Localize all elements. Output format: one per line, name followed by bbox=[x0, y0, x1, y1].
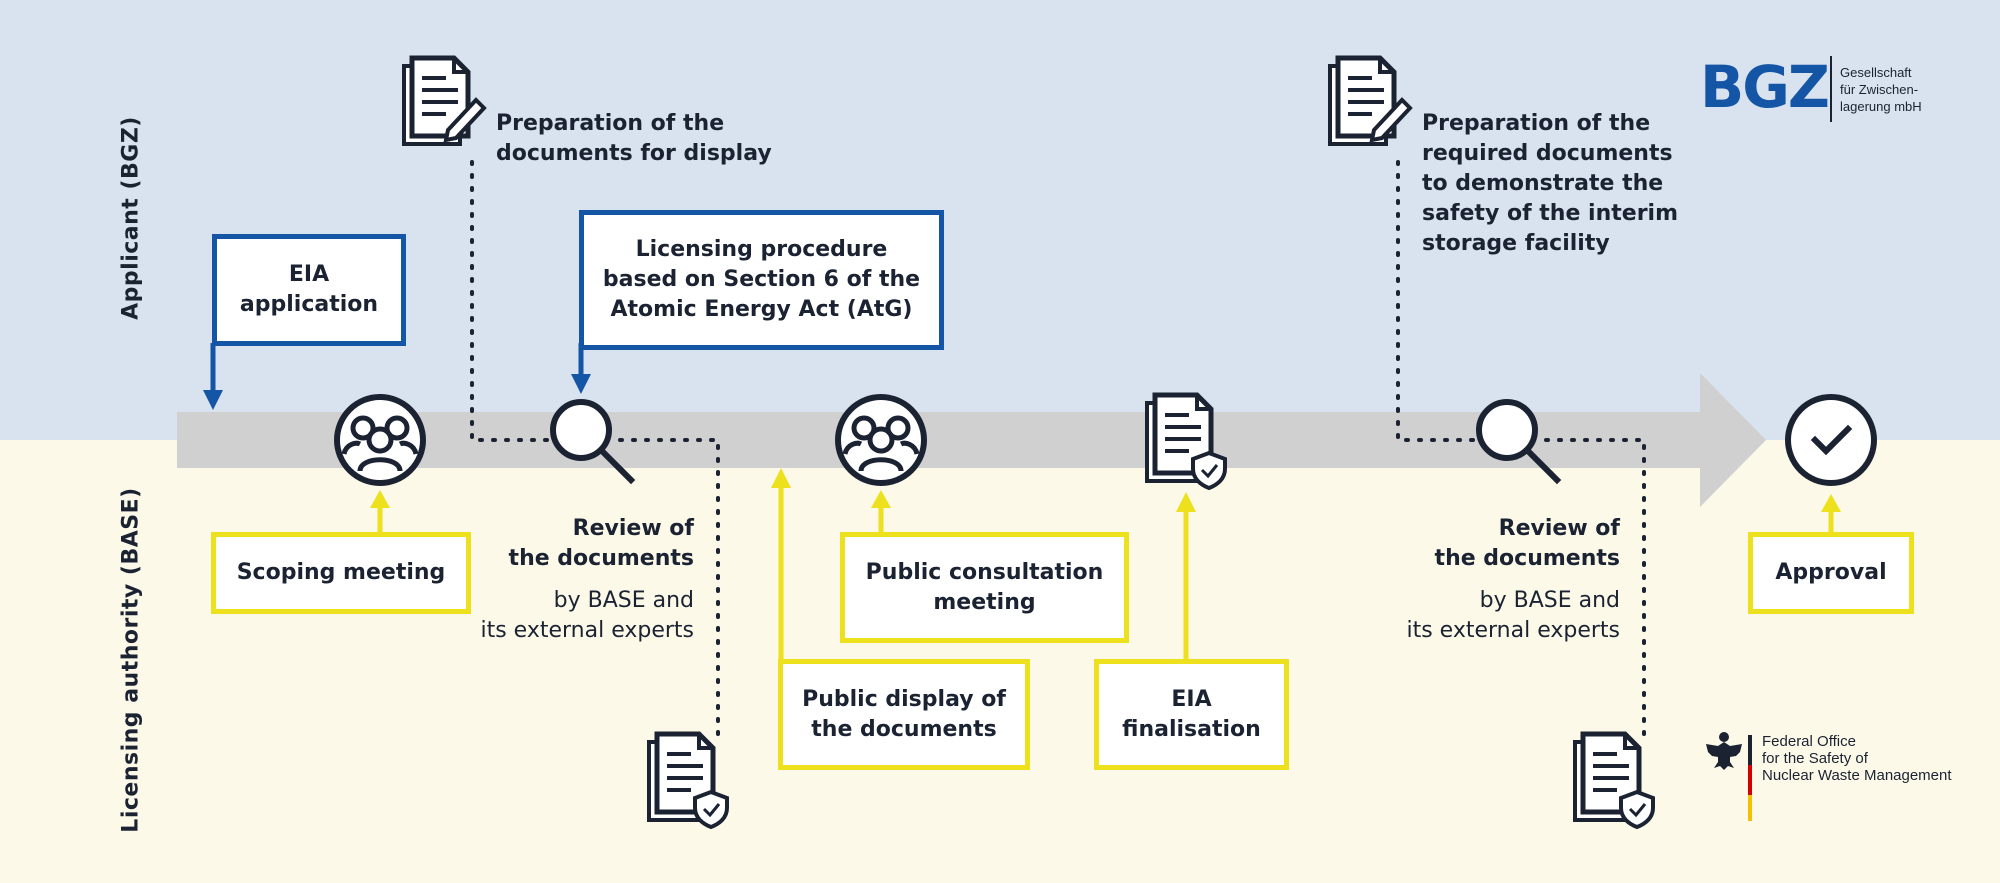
dotted-connectors bbox=[470, 160, 1646, 742]
text-line: required documents bbox=[1422, 141, 1673, 166]
review-title-line: the documents bbox=[1434, 546, 1620, 571]
eia-finalisation-box: EIA finalisation bbox=[1094, 659, 1289, 770]
text-line: Preparation of the bbox=[496, 111, 725, 136]
box-line: Scoping meeting bbox=[236, 560, 446, 585]
box-line: Public consultation bbox=[865, 559, 1104, 585]
prep-display-text: Preparation of the documents for display bbox=[496, 109, 772, 169]
box-line: the documents bbox=[811, 716, 997, 742]
logo-line: für Zwischen- bbox=[1840, 82, 1919, 97]
bgz-logo-mark: BGZ bbox=[1700, 53, 1830, 121]
review-detail-line: its external experts bbox=[480, 618, 694, 643]
checkmark-icon bbox=[1788, 397, 1874, 483]
box-line: Licensing procedure bbox=[635, 237, 888, 262]
document-shield-icon bbox=[1575, 734, 1653, 827]
german-flag-stripe bbox=[1748, 735, 1752, 821]
eagle-icon bbox=[1706, 732, 1742, 770]
review-title-line: the documents bbox=[508, 546, 694, 571]
review-2-text: Review of the documents by BASE and its … bbox=[1366, 514, 1620, 646]
applicant-lane bbox=[0, 0, 2000, 440]
box-line: based on Section 6 of the bbox=[602, 267, 921, 292]
box-line: Public display of bbox=[802, 686, 1006, 712]
bgz-logo-subtitle: Gesellschaft für Zwischen- lagerung mbH bbox=[1840, 64, 1922, 115]
document-pen-icon bbox=[1330, 58, 1410, 144]
approval-box: Approval bbox=[1748, 532, 1914, 614]
text-line: Preparation of the bbox=[1422, 111, 1651, 136]
text-line: safety of the interim bbox=[1422, 201, 1679, 226]
document-shield-icon bbox=[1147, 395, 1225, 488]
box-line: application bbox=[239, 292, 379, 317]
box-line: Approval bbox=[1775, 560, 1887, 585]
review-title-line: Review of bbox=[572, 516, 694, 541]
eia-application-box: EIA application bbox=[212, 234, 406, 346]
logo-line: for the Safety of bbox=[1762, 750, 1868, 767]
licensing-procedure-box: Licensing procedure based on Section 6 o… bbox=[579, 210, 944, 350]
prep-safety-text: Preparation of the required documents to… bbox=[1422, 109, 1678, 259]
people-icon bbox=[838, 397, 924, 483]
box-line: Atomic Energy Act (AtG) bbox=[610, 297, 913, 322]
review-detail-line: by BASE and bbox=[1479, 588, 1620, 613]
logo-line: Federal Office bbox=[1762, 733, 1856, 750]
box-line: EIA bbox=[1171, 686, 1212, 712]
base-logo-text: Federal Office for the Safety of Nuclear… bbox=[1762, 733, 1952, 784]
solid-connectors bbox=[203, 343, 1841, 662]
review-title-line: Review of bbox=[1498, 516, 1620, 541]
scoping-meeting-box: Scoping meeting bbox=[211, 532, 471, 614]
public-display-box: Public display of the documents bbox=[778, 659, 1030, 770]
logo-line: lagerung mbH bbox=[1840, 99, 1922, 114]
bgz-logo-divider bbox=[1830, 56, 1832, 122]
review-detail-line: by BASE and bbox=[553, 588, 694, 613]
document-shield-icon bbox=[649, 734, 727, 827]
document-pen-icon bbox=[404, 58, 484, 144]
people-icon bbox=[337, 397, 423, 483]
text-line: storage facility bbox=[1422, 231, 1610, 256]
logo-line: Nuclear Waste Management bbox=[1762, 767, 1952, 784]
review-1-text: Review of the documents by BASE and its … bbox=[440, 514, 694, 646]
timeline-arrow bbox=[177, 373, 1766, 507]
text-line: documents for display bbox=[496, 141, 772, 166]
review-detail-line: its external experts bbox=[1406, 618, 1620, 643]
text-line: to demonstrate the bbox=[1422, 171, 1664, 196]
logo-line: Gesellschaft bbox=[1840, 65, 1912, 80]
public-consultation-box: Public consultation meeting bbox=[840, 532, 1129, 643]
box-line: meeting bbox=[933, 589, 1036, 615]
box-line: EIA bbox=[288, 262, 330, 287]
box-line: finalisation bbox=[1122, 716, 1261, 742]
